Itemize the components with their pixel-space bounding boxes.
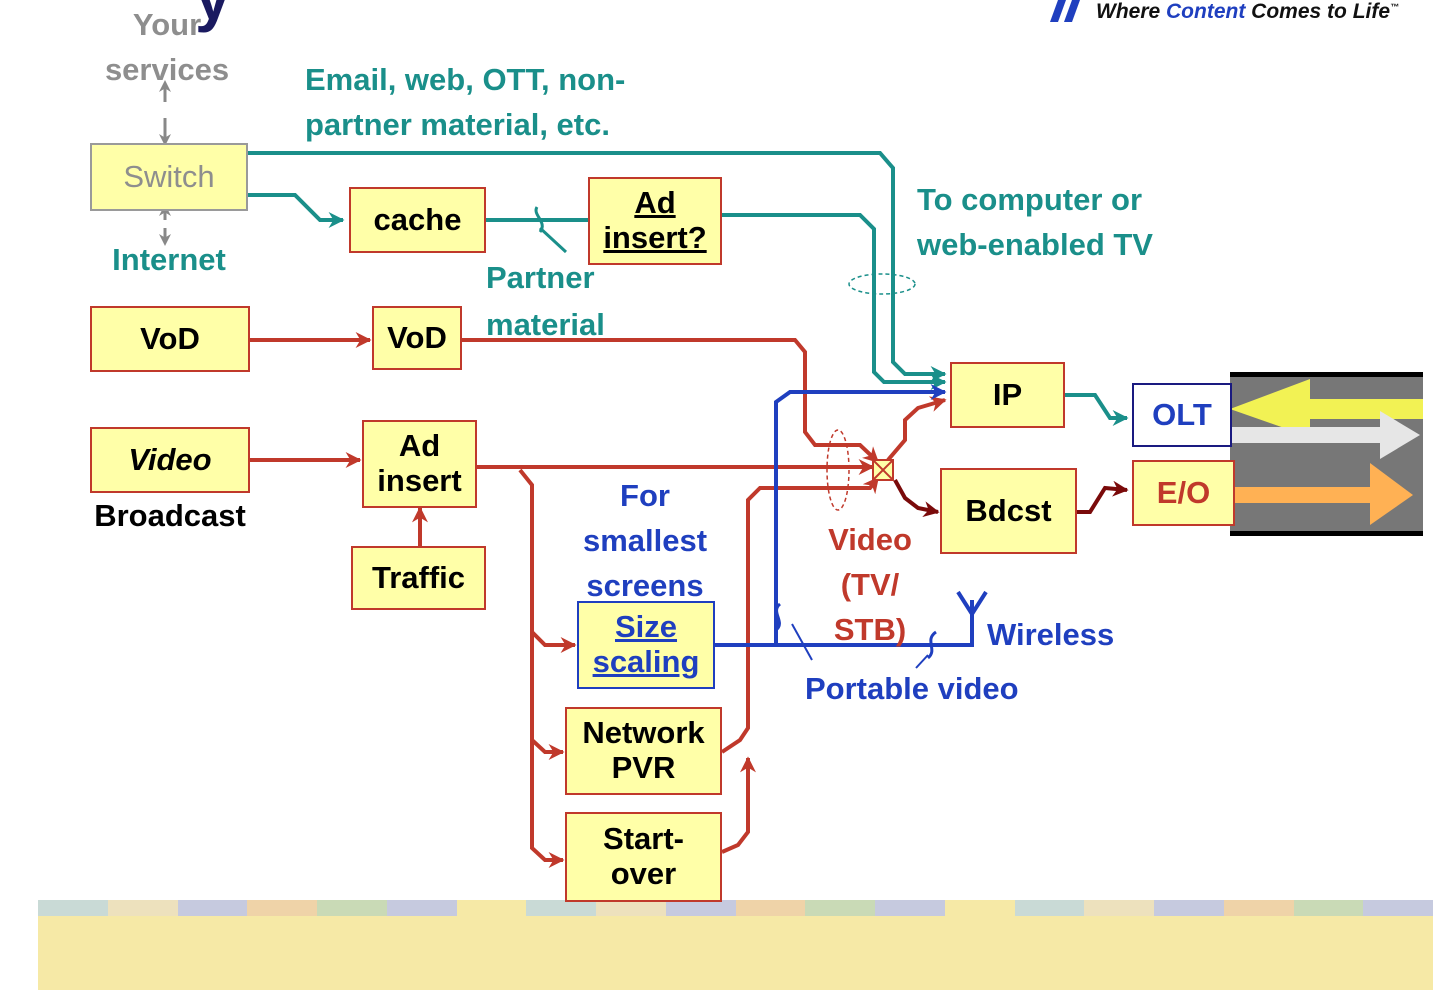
footer-stripe — [805, 900, 875, 916]
footer-stripe — [38, 900, 108, 916]
footer-stripe — [1363, 900, 1433, 916]
brand-mark-icon — [1050, 0, 1080, 22]
portable-video-label: Portable video — [805, 671, 1019, 706]
email-web-label: Email, web, OTT, non-partner material, e… — [305, 62, 626, 142]
fiber-arrows-icon — [1230, 379, 1423, 525]
portable-tap — [774, 602, 937, 669]
teal-paths — [248, 151, 1129, 426]
blue-paths — [715, 384, 988, 647]
ip-box: IP — [950, 362, 1065, 428]
vod-server-box: VoD — [372, 306, 462, 370]
broadcast-label: Broadcast — [94, 498, 246, 533]
footer-stripe — [177, 900, 248, 916]
video-tv-stb-label: Video(TV/STB) — [828, 522, 912, 647]
brand-tagline: Where Content Comes to Life™ — [1096, 0, 1400, 23]
video-source-box: Video — [90, 427, 250, 493]
footer-stripe — [1154, 900, 1224, 916]
footer-stripe — [944, 900, 1015, 916]
switch-box: Switch — [90, 143, 248, 211]
start-over-box: Start-over — [565, 812, 722, 902]
footer-stripe — [107, 900, 178, 916]
traffic-box: Traffic — [351, 546, 486, 610]
red-paths — [250, 332, 947, 868]
footer-stripe — [1084, 900, 1154, 916]
footer-stripe — [665, 900, 736, 916]
footer-stripe — [596, 900, 666, 916]
internet-label: Internet — [112, 242, 226, 277]
footer-stripe — [1223, 900, 1294, 916]
eo-box: E/O — [1132, 460, 1235, 526]
wireless-label: Wireless — [987, 617, 1115, 652]
footer-stripe — [735, 900, 806, 916]
vod-source-box: VoD — [90, 306, 250, 372]
footer-stripe — [247, 900, 317, 916]
olt-box: OLT — [1132, 383, 1232, 447]
page-title-fragment: y — [195, 0, 231, 34]
footer-stripe — [1014, 900, 1085, 916]
bdcst-box: Bdcst — [940, 468, 1077, 554]
partner-tap — [534, 206, 568, 254]
footer-stripe — [875, 900, 945, 916]
brand-logo: Where Content Comes to Life™ — [1050, 0, 1430, 34]
footer-stripe — [526, 900, 596, 916]
footer-stripe — [386, 900, 457, 916]
combiner-icon — [872, 459, 894, 481]
footer-stripes — [38, 900, 1433, 916]
footer-stripe — [456, 900, 527, 916]
dark-red-paths — [893, 479, 1129, 518]
fiber-pipe — [1230, 372, 1423, 536]
footer-stripe — [317, 900, 387, 916]
footer-stripe — [1293, 900, 1364, 916]
cache-box: cache — [349, 187, 486, 253]
